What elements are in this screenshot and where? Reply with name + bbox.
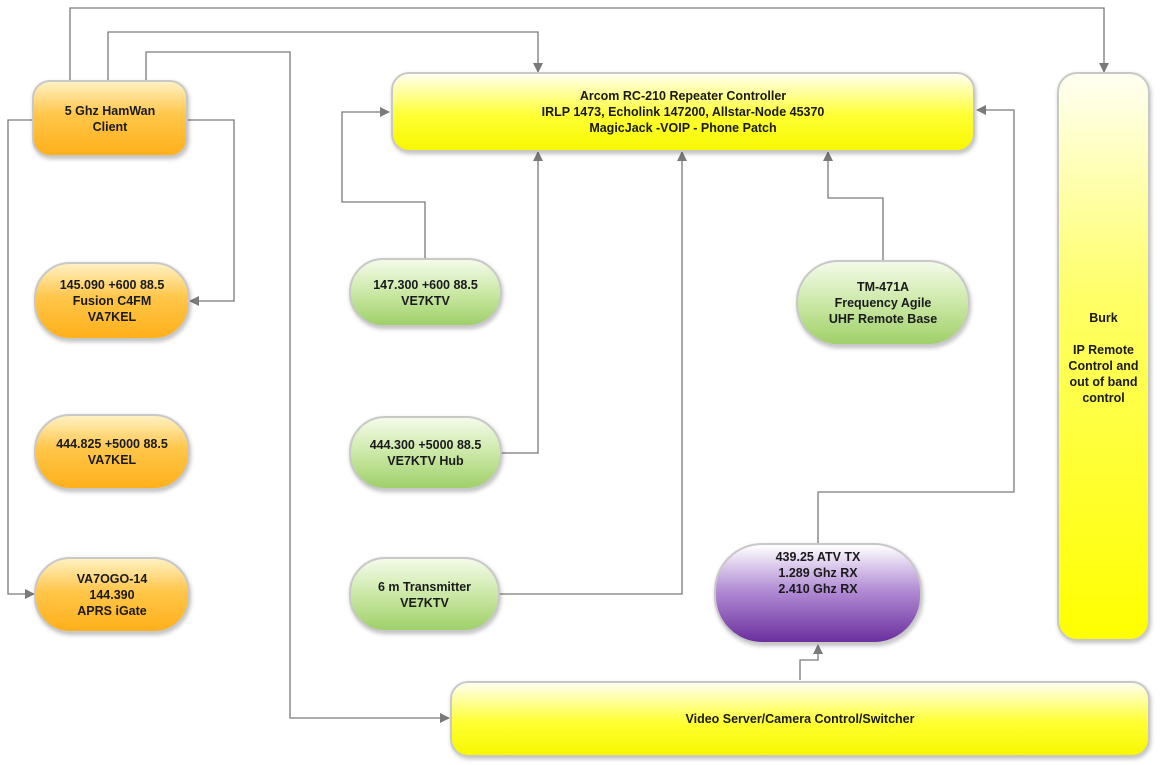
atv-node: 439.25 ATV TX 1.289 Ghz RX 2.410 Ghz RX [714,543,922,644]
hub-444300-node: 444.300 +5000 88.5 VE7KTV Hub [349,416,502,490]
vhf-147300-label: 147.300 +600 88.5 VE7KTV [373,277,478,308]
atv-label: 439.25 ATV TX 1.289 Ghz RX 2.410 Ghz RX [775,549,861,596]
vhf147300-to-controller-line [341,107,426,258]
tm471a-remote-base-label: TM-471A Frequency Agile UHF Remote Base [828,280,938,326]
hamwan-to-video-line [145,51,450,723]
burk-remote-control-node: Burk IP Remote Control and out of band c… [1057,72,1150,641]
hub444300-to-controller-line [502,151,543,454]
video-server-label: Video Server/Camera Control/Switcher [685,712,915,726]
vhf-147300-node: 147.300 +600 88.5 VE7KTV [349,258,502,327]
hub-444300-label: 444.300 +5000 88.5 VE7KTV Hub [369,438,482,468]
aprs-igate-node: VA7OGO-14 144.390 APRS iGate [34,557,190,633]
video-to-atv-line [799,644,823,680]
six-meter-transmitter-label: 6 m Transmitter VE7KTV [377,579,472,610]
video-server-node: Video Server/Camera Control/Switcher [450,681,1150,757]
uhf-444825-node: 444.825 +5000 88.5 VA7KEL [34,414,190,490]
hamwan-client-node: 5 Ghz HamWan Client [32,80,188,157]
hamwan-client-label: 5 Ghz HamWan Client [64,103,156,134]
repeater-controller-node: Arcom RC-210 Repeater Controller IRLP 14… [391,72,975,152]
tm471a-to-controller-line [823,151,884,260]
fusion-repeater-label: 145.090 +600 88.5 Fusion C4FM VA7KEL [59,278,165,324]
hamwan-to-fusion-line [188,119,235,306]
six-meter-transmitter-node: 6 m Transmitter VE7KTV [349,557,500,632]
hamwan-to-aprs-line [7,119,35,599]
hamwan-to-controller-line [107,31,543,80]
hamwan-to-burk-line [69,7,1109,80]
aprs-igate-label: VA7OGO-14 144.390 APRS iGate [76,572,148,618]
atv-to-controller-line [817,105,1015,545]
tm471a-remote-base-node: TM-471A Frequency Agile UHF Remote Base [796,260,970,346]
uhf-444825-label: 444.825 +5000 88.5 VA7KEL [56,437,168,467]
sixm-to-controller-line [500,151,687,595]
burk-remote-control-label: Burk IP Remote Control and out of band c… [1068,311,1139,405]
repeater-controller-label: Arcom RC-210 Repeater Controller IRLP 14… [541,89,825,135]
fusion-repeater-node: 145.090 +600 88.5 Fusion C4FM VA7KEL [34,262,190,340]
